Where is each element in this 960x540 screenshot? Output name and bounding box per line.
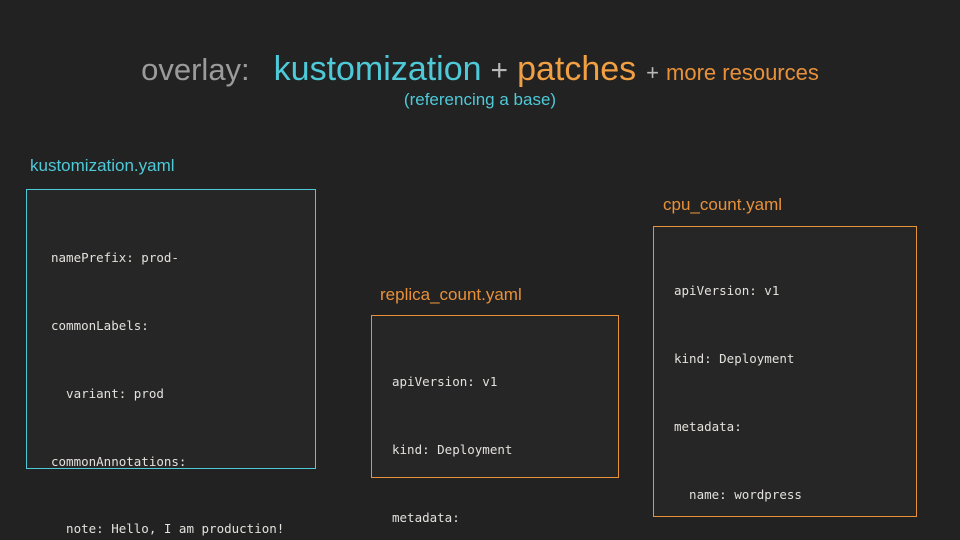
slide-subtitle: (referencing a base) [403, 90, 557, 109]
code-line: commonLabels: [51, 317, 149, 333]
code-line: kind: Deployment [392, 441, 513, 457]
code-line: kind: Deployment [674, 350, 795, 366]
title-word-more-resources: more resources [666, 60, 819, 85]
code-line: variant: prod [51, 385, 164, 401]
code-line: namePrefix: prod- [51, 250, 179, 266]
code-line: note: Hello, I am production! [51, 521, 285, 537]
title-plus-2: + [646, 60, 660, 85]
card-replica-count: apiVersion: v1 kind: Deployment metadata… [371, 315, 619, 525]
card-label-cpu-count: cpu_count.yaml [663, 195, 783, 214]
title-word-kustomization: kustomization [273, 50, 482, 88]
slide-title: overlay:kustomization+patches+more resou… [0, 52, 960, 86]
code-line: apiVersion: v1 [674, 283, 780, 299]
code-line: apiVersion: v1 [392, 374, 498, 390]
title-word-patches: patches [517, 50, 637, 88]
code-line: name: wordpress [674, 486, 802, 502]
card-label-replica-count: replica_count.yaml [380, 285, 522, 304]
title-plus-1: + [490, 54, 509, 87]
code-line: metadata: [392, 509, 460, 525]
code-block-cpu-count: apiVersion: v1 kind: Deployment metadata… [674, 235, 916, 540]
code-line: metadata: [674, 418, 742, 434]
title-word-overlay: overlay: [141, 52, 250, 87]
code-block-kustomization: namePrefix: prod- commonLabels: variant:… [51, 202, 315, 540]
card-kustomization: namePrefix: prod- commonLabels: variant:… [26, 189, 316, 536]
code-block-replica-count: apiVersion: v1 kind: Deployment metadata… [392, 326, 618, 540]
card-cpu-count: apiVersion: v1 kind: Deployment metadata… [653, 226, 917, 517]
card-label-kustomization: kustomization.yaml [30, 156, 175, 175]
code-line: commonAnnotations: [51, 453, 187, 469]
